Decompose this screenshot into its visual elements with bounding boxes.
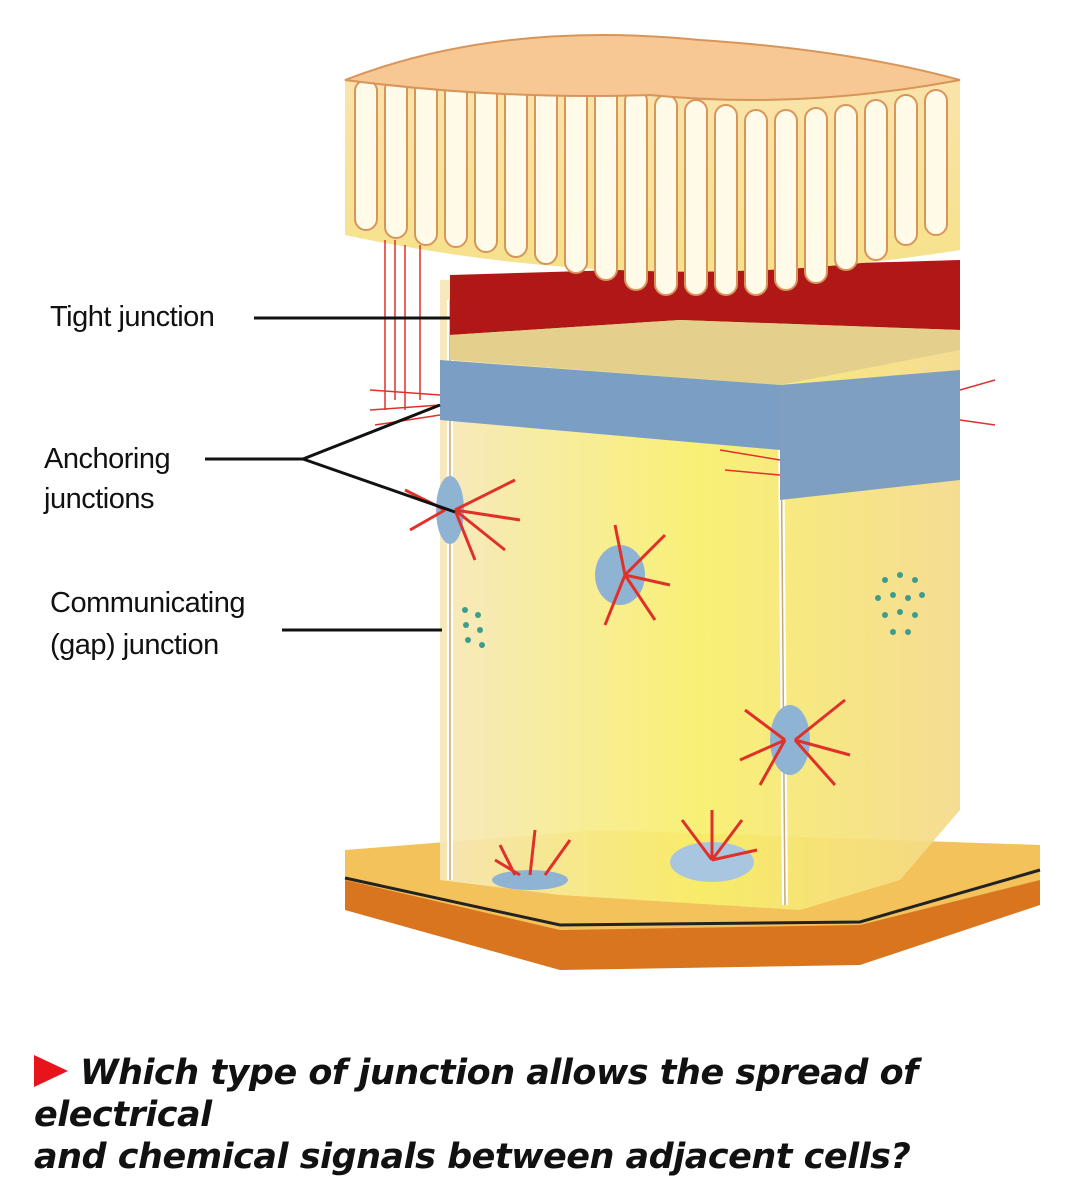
- question-line2: and chemical signals between adjacent ce…: [34, 1137, 911, 1177]
- label-gap-junction-line2: (gap) junction: [50, 629, 219, 661]
- tight-junction-band: [450, 260, 960, 385]
- adhesion-belt-band: [369, 360, 996, 500]
- desmosomes: [404, 476, 851, 890]
- label-anchoring-junctions-line1: Anchoring: [44, 443, 171, 475]
- red-triangle-icon: [34, 1055, 68, 1087]
- label-gap-junction-line1: Communicating: [50, 587, 245, 619]
- label-anchoring-junctions-line2: junctions: [44, 483, 154, 515]
- question-line1: Which type of junction allows the spread…: [34, 1053, 918, 1135]
- microvilli: [344, 34, 961, 410]
- question: Which type of junction allows the spread…: [34, 1052, 1066, 1178]
- gap-junction-channels: [462, 572, 925, 648]
- label-tight-junction: Tight junction: [50, 301, 215, 333]
- leader-lines: [205, 316, 456, 632]
